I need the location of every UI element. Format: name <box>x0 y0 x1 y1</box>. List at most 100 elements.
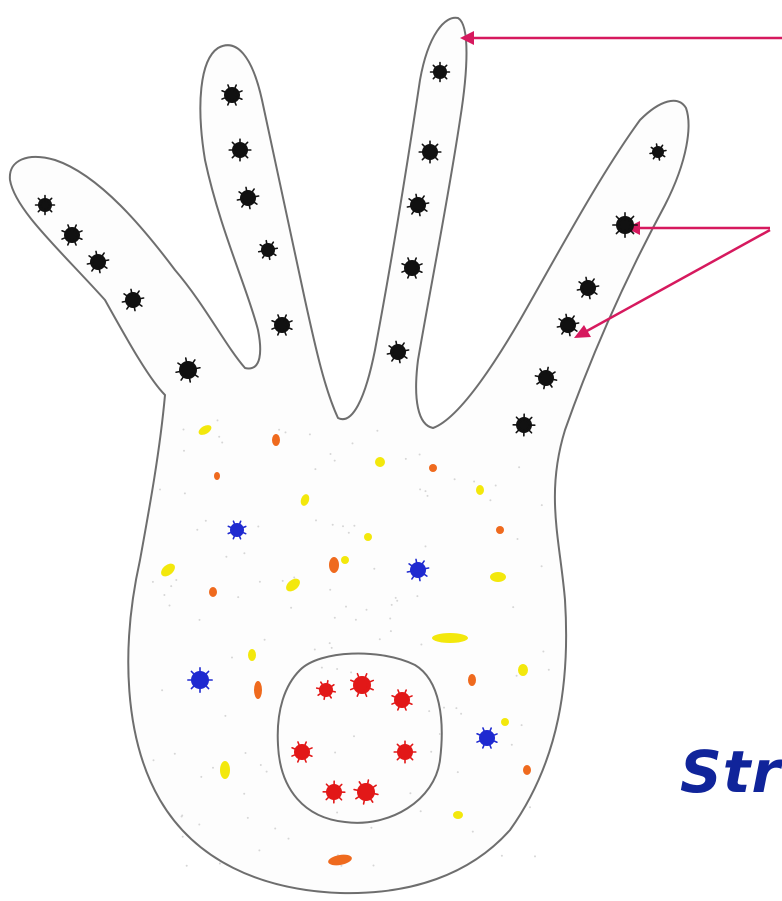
finger-granule-core <box>64 227 80 243</box>
speckle <box>260 764 262 766</box>
speckle <box>290 607 292 609</box>
finger-granule <box>229 139 251 161</box>
speckle <box>334 752 336 754</box>
speckle <box>376 430 378 432</box>
speckle <box>427 495 429 497</box>
speckle <box>183 429 185 431</box>
finger-granule-spike <box>131 289 132 295</box>
speckle <box>390 630 392 632</box>
speckle <box>472 831 474 833</box>
speckle <box>152 581 154 583</box>
speckle <box>314 468 316 470</box>
speckle <box>161 689 163 691</box>
speckle <box>334 460 336 462</box>
finger-granule-core <box>125 292 141 308</box>
speckle <box>336 812 338 814</box>
finger-granule-core <box>274 317 290 333</box>
speckle <box>245 752 247 754</box>
speckle <box>439 733 441 735</box>
speckle <box>219 863 221 865</box>
finger-granule-spike <box>87 263 93 264</box>
speckle <box>169 605 171 607</box>
finger-granule-spike <box>403 350 409 351</box>
speckle <box>396 600 398 602</box>
finger-granule-core <box>390 344 406 360</box>
yellow-particle <box>432 633 468 643</box>
speckle <box>454 478 456 480</box>
speckle <box>389 618 391 620</box>
finger-granule-spike <box>134 305 135 311</box>
orange-particle <box>254 681 262 699</box>
finger-granule-spike <box>566 314 567 320</box>
speckle <box>231 657 233 659</box>
finger-granule-core <box>224 87 240 103</box>
speckle <box>366 609 368 611</box>
finger-granule-spike <box>259 251 264 252</box>
speckle <box>425 545 427 547</box>
finger-granule-spike <box>399 357 400 363</box>
speckle <box>293 577 295 579</box>
speckle <box>174 753 176 755</box>
speckle <box>455 707 457 709</box>
speckle <box>182 836 184 838</box>
speckle <box>405 458 407 460</box>
finger-granule-spike <box>249 203 250 209</box>
blue-particle-spike <box>423 568 429 569</box>
finger-granule-spike <box>266 241 267 246</box>
speckle <box>163 594 165 596</box>
speckle <box>243 552 245 554</box>
speckle <box>237 596 239 598</box>
speckle <box>332 524 334 526</box>
speckle <box>330 453 332 455</box>
speckle <box>511 744 513 746</box>
blue-particle-core <box>410 562 426 578</box>
yellow-particle <box>453 811 463 819</box>
speckle <box>205 520 207 522</box>
speckle <box>395 597 397 599</box>
finger-granule-spike <box>416 194 417 200</box>
speckle <box>541 565 543 567</box>
speckle <box>196 529 198 531</box>
finger-granule-spike <box>99 267 100 273</box>
speckle <box>457 771 459 773</box>
speckle <box>516 675 518 677</box>
speckle <box>409 792 411 794</box>
orange-particle <box>523 765 531 775</box>
finger-granule-core <box>404 260 420 276</box>
speckle <box>212 767 214 769</box>
speckle <box>247 817 249 819</box>
nucleus-dot-spike <box>324 694 325 699</box>
speckle <box>430 751 432 753</box>
blue-particle <box>188 668 212 692</box>
finger-granule-core <box>538 370 554 386</box>
speckle <box>336 668 338 670</box>
nucleus-dot-core <box>353 676 371 694</box>
speckle <box>285 431 287 433</box>
nucleus-dot-core <box>319 683 333 697</box>
yellow-particle <box>490 572 506 582</box>
finger-granule-spike <box>122 301 128 302</box>
speckle <box>420 810 422 812</box>
speckle <box>153 759 155 761</box>
finger-granule-spike <box>96 251 97 257</box>
speckle <box>501 855 503 857</box>
speckle <box>184 492 186 494</box>
speckle <box>489 499 491 501</box>
finger-granule-spike <box>246 187 247 193</box>
speckle <box>309 433 311 435</box>
speckle <box>274 828 276 830</box>
nucleus-dot-core <box>394 692 410 708</box>
yellow-particle <box>501 718 509 726</box>
yellow-particle <box>375 457 385 467</box>
finger-granule-spike <box>423 203 429 204</box>
finger-granule-spike <box>589 293 590 299</box>
speckle <box>282 580 284 582</box>
yellow-particle <box>476 485 484 495</box>
finger-granule-core <box>261 243 275 257</box>
speckle <box>512 606 514 608</box>
speckle <box>460 713 462 715</box>
blue-particle-spike <box>419 575 420 581</box>
speckle <box>345 606 347 608</box>
speckle <box>181 816 183 818</box>
